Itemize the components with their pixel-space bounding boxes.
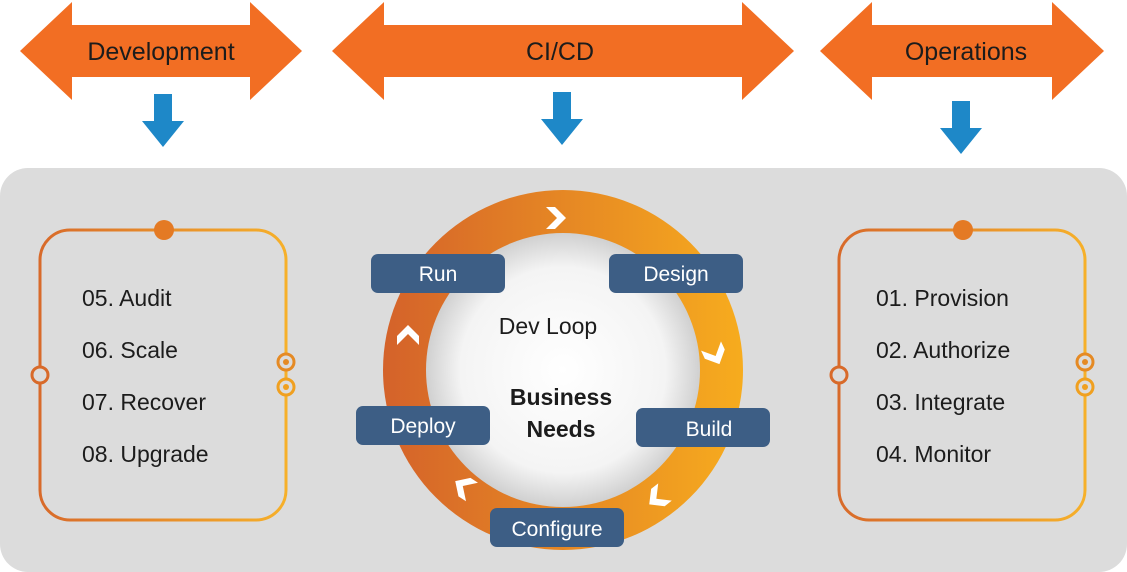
left-list-item: 07. Recover — [82, 389, 206, 415]
stage-run: Run — [371, 254, 505, 293]
chevron-right-icon — [701, 341, 725, 365]
frame-ring — [829, 365, 849, 385]
stage-deploy-label: Deploy — [390, 415, 456, 438]
frame-ring — [1082, 384, 1088, 390]
stage-design: Design — [609, 254, 743, 293]
stage-configure-label: Configure — [511, 518, 602, 541]
frame-ring — [1082, 359, 1088, 365]
frame-ring — [283, 384, 289, 390]
cicd-double-arrow — [332, 2, 794, 100]
stage-configure: Configure — [490, 508, 624, 547]
stage-design-label: Design — [643, 263, 708, 286]
chevron-right-icon — [397, 325, 419, 345]
cicd-label: CI/CD — [526, 38, 594, 66]
chevron-right-icon — [546, 207, 566, 229]
frame-ring — [30, 365, 50, 385]
business-needs-line2: Needs — [526, 416, 595, 442]
stage-deploy: Deploy — [356, 406, 490, 445]
down-arrow-icon — [940, 101, 982, 154]
stage-build: Build — [636, 408, 770, 447]
down-arrow-icon — [142, 94, 184, 147]
right-list-item: 03. Integrate — [876, 389, 1005, 415]
left-list-item: 08. Upgrade — [82, 441, 209, 467]
frame-dot — [154, 220, 174, 240]
right-list-item: 02. Authorize — [876, 337, 1010, 363]
operations-label: Operations — [905, 38, 1027, 66]
stage-run-label: Run — [419, 263, 458, 286]
frame-dot — [953, 220, 973, 240]
business-needs-line1: Business — [510, 384, 612, 410]
loop-inner-circle — [426, 233, 700, 507]
frame-ring — [283, 359, 289, 365]
right-list-item: 04. Monitor — [876, 441, 991, 467]
operations-double-arrow — [820, 2, 1104, 100]
chevron-right-icon — [649, 483, 672, 507]
chevron-right-icon — [455, 477, 478, 502]
left-list-item: 05. Audit — [82, 285, 172, 311]
development-label: Development — [87, 38, 234, 66]
stage-build-label: Build — [686, 418, 733, 441]
development-double-arrow — [20, 2, 302, 100]
down-arrow-icon — [541, 92, 583, 145]
left-list-item: 06. Scale — [82, 337, 178, 363]
dev-loop-title: Dev Loop — [499, 313, 597, 339]
right-list-item: 01. Provision — [876, 285, 1009, 311]
